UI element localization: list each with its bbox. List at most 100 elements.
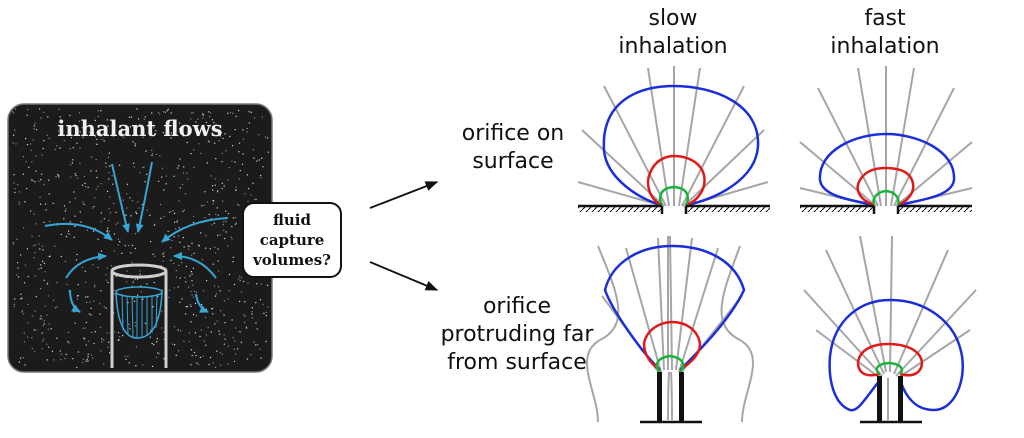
speckle: [68, 230, 70, 232]
speckle: [38, 235, 40, 237]
speckle: [14, 108, 17, 110]
speckle: [43, 183, 45, 186]
speckle: [41, 245, 43, 247]
speckle: [27, 322, 29, 324]
speckle: [258, 159, 260, 161]
speckle: [73, 191, 75, 193]
speckle: [149, 336, 151, 338]
speckle: [87, 353, 89, 355]
speckle: [188, 286, 190, 288]
speckle: [217, 234, 219, 237]
speckle: [96, 138, 98, 140]
speckle: [70, 137, 72, 139]
speckle: [197, 118, 199, 120]
speckle: [173, 236, 175, 238]
speckle: [103, 218, 105, 220]
bubble-line-3: volumes?: [253, 251, 331, 269]
speckle: [77, 295, 79, 297]
speckle: [192, 221, 195, 223]
speckle: [214, 246, 216, 248]
speckle: [206, 162, 208, 164]
speckle: [143, 118, 145, 120]
speckle: [234, 217, 237, 219]
speckle: [222, 200, 224, 202]
speckle: [40, 203, 42, 205]
speckle: [34, 122, 36, 124]
speckle: [141, 134, 144, 136]
speckle: [267, 151, 269, 153]
speckle: [33, 128, 35, 130]
speckle: [181, 183, 184, 186]
speckle: [139, 270, 141, 272]
speckle: [129, 197, 131, 199]
speckle: [63, 205, 66, 207]
speckle: [150, 241, 152, 243]
speckle: [33, 257, 35, 259]
speckle: [208, 141, 210, 143]
speckle: [49, 255, 51, 257]
speckle: [244, 315, 246, 317]
speckle: [31, 337, 33, 339]
speckle: [85, 186, 87, 188]
speckle: [163, 338, 165, 340]
speckle: [108, 208, 110, 210]
speckle: [139, 171, 141, 174]
speckle: [88, 340, 90, 342]
speckle: [263, 312, 265, 314]
speckle: [100, 183, 102, 185]
speckle: [49, 220, 51, 223]
speckle: [80, 221, 82, 223]
speckle: [131, 285, 133, 287]
bubble-line-1: fluid: [273, 211, 311, 229]
speckle: [134, 322, 136, 324]
speckle: [189, 275, 191, 277]
speckle: [14, 129, 16, 131]
speckle: [115, 211, 117, 213]
speckle: [190, 321, 192, 323]
speckle: [203, 204, 205, 206]
speckle: [77, 351, 79, 353]
speckle: [124, 215, 126, 217]
speckle: [130, 116, 132, 118]
speckle: [152, 306, 154, 308]
speckle: [121, 252, 123, 254]
speckle: [158, 353, 160, 355]
speckle: [251, 313, 253, 315]
diagram-protruding-fast: [803, 235, 977, 424]
speckle: [71, 162, 73, 164]
speckle: [113, 312, 115, 314]
speckle: [182, 172, 185, 174]
speckle: [66, 283, 68, 286]
speckle: [95, 188, 97, 190]
speckle: [242, 138, 245, 140]
speckle: [207, 140, 209, 142]
speckle: [46, 359, 48, 361]
speckle: [260, 283, 262, 285]
speckle: [242, 153, 244, 155]
speckle: [81, 184, 84, 186]
speckle: [69, 233, 71, 235]
speckle: [155, 153, 158, 155]
speckle: [174, 326, 176, 328]
speckle: [154, 255, 156, 257]
speckle: [40, 315, 42, 317]
speckle: [231, 238, 233, 240]
speckle: [46, 283, 48, 285]
speckle: [125, 358, 127, 360]
speckle: [210, 331, 212, 333]
speckle: [130, 252, 132, 254]
speckle: [117, 222, 119, 224]
speckle: [76, 298, 79, 300]
speckle: [175, 228, 177, 230]
speckle: [84, 182, 86, 184]
speckle: [190, 364, 192, 366]
speckle: [105, 162, 107, 164]
speckle: [261, 116, 263, 118]
speckle: [160, 203, 162, 206]
speckle: [248, 122, 250, 124]
speckle: [214, 142, 216, 144]
speckle: [70, 176, 72, 178]
speckle: [18, 201, 20, 203]
speckle: [41, 332, 43, 334]
speckle: [20, 298, 22, 300]
